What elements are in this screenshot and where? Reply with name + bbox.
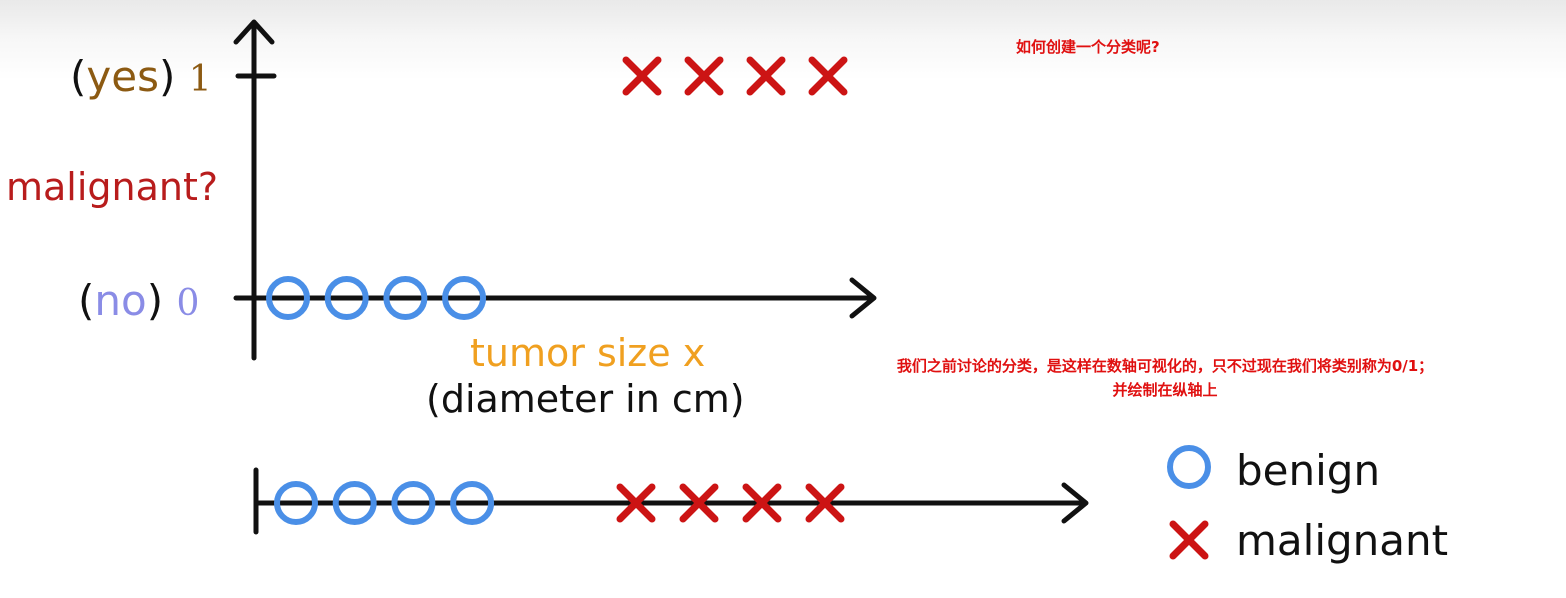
- data-marks: [266, 56, 848, 525]
- paren-open: (: [70, 52, 87, 101]
- x-axis-title: tumor size x: [470, 331, 706, 375]
- y-tick-label-yes: (yes) 1: [70, 56, 212, 98]
- line-malignant-cross-point-2: [679, 483, 719, 523]
- no-number: 0: [176, 283, 200, 324]
- line-benign-circle-point-3: [391, 481, 436, 525]
- y-axis-title: malignant?: [6, 165, 219, 209]
- line-malignant-cross-point-1: [616, 483, 656, 523]
- legend-label-malignant: malignant: [1236, 516, 1449, 565]
- x-axis-subtitle: (diameter in cm): [426, 377, 745, 421]
- legend-label-benign: benign: [1236, 446, 1381, 495]
- circle-marker-icon: [1167, 445, 1211, 489]
- line-benign-circle-point-2: [332, 481, 377, 525]
- no-word: no: [94, 276, 147, 325]
- line-benign-circle-point-4: [450, 481, 495, 525]
- benign-circle-point-2: [324, 276, 369, 320]
- line-malignant-cross-point-3: [742, 483, 782, 523]
- malignant-cross-point-2: [684, 56, 724, 96]
- annotation-explanation: 我们之前讨论的分类，是这样在数轴可视化的，只不过现在我们将类别称为0/1； 并绘…: [820, 354, 1510, 402]
- annotation-line-2: 并绘制在纵轴上: [1112, 381, 1218, 399]
- number-line-arrow: [1061, 482, 1089, 524]
- annotation-question: 如何创建一个分类呢?: [1016, 38, 1160, 56]
- yes-number: 1: [188, 59, 212, 100]
- cross-marker-icon: [1169, 520, 1209, 560]
- benign-circle-point-4: [442, 276, 487, 320]
- y-tick-label-no: (no) 0: [78, 280, 199, 322]
- paren-open: (: [78, 276, 95, 325]
- benign-circle-point-1: [266, 276, 310, 320]
- line-benign-circle-point-1: [274, 481, 318, 525]
- y-axis-arrow: [233, 19, 275, 45]
- malignant-cross-point-1: [622, 56, 662, 96]
- malignant-cross-point-3: [746, 56, 786, 96]
- malignant-cross-point-4: [808, 56, 848, 96]
- annotation-line-1: 我们之前讨论的分类，是这样在数轴可视化的，只不过现在我们将类别称为0/1；: [896, 357, 1434, 375]
- yes-word: yes: [86, 52, 159, 101]
- line-malignant-cross-point-4: [805, 483, 845, 523]
- axes: [233, 19, 1089, 535]
- x-axis-arrow: [849, 277, 877, 319]
- legend-icons: [1167, 445, 1211, 560]
- benign-circle-point-3: [383, 276, 428, 320]
- paren-close: ): [146, 276, 164, 325]
- paren-close: ): [158, 52, 176, 101]
